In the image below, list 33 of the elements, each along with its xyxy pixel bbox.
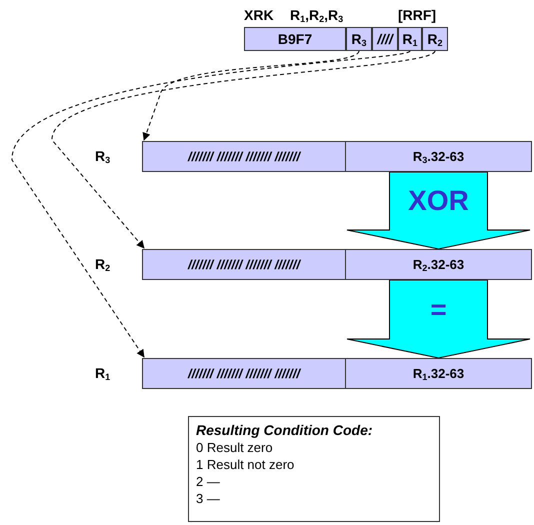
edge-label: XOR <box>408 187 469 215</box>
instruction-field: R$_{3}$ <box>346 27 372 51</box>
register-bits: R$_{2}$.32-63 <box>412 258 464 271</box>
block-arrow <box>346 280 530 359</box>
register-name: R$_{3}$ <box>95 149 110 163</box>
register-bar <box>142 249 532 280</box>
dashed-arrow <box>52 50 436 249</box>
condition-code-line: 2 — <box>196 473 221 490</box>
register-bar <box>142 141 532 172</box>
register-name: R$_{1}$ <box>95 366 110 380</box>
edge-label: = <box>430 296 447 324</box>
condition-code-line: 0 Result zero <box>196 439 274 456</box>
register-name: R$_{2}$ <box>95 257 110 271</box>
field-label: R$_{1}$,R$_{2}$,R$_{3}$ <box>290 8 344 22</box>
instruction-field: R$_{2}$ <box>422 27 448 51</box>
condition-code-line: 1 Result not zero <box>196 456 296 473</box>
unused-bits: /////// /////// /////// /////// <box>188 150 300 163</box>
dashed-arrow <box>12 50 410 358</box>
register-bits: R$_{3}$.32-63 <box>412 150 464 163</box>
instruction-field: //// <box>372 27 398 51</box>
dashed-arrow <box>142 50 360 141</box>
unused-bits: /////// /////// /////// /////// <box>188 367 300 380</box>
field-label: XRK <box>244 8 274 22</box>
field-label: [RRF] <box>398 8 436 22</box>
block-arrow <box>346 172 530 250</box>
register-bits: R$_{1}$.32-63 <box>412 367 464 380</box>
unused-bits: /////// /////// /////// /////// <box>188 258 300 271</box>
condition-code-line: 3 — <box>196 490 221 507</box>
instruction-field: R$_{1}$ <box>398 27 422 51</box>
instruction-field: B9F7 <box>244 27 346 51</box>
condition-code-box <box>188 416 440 522</box>
box-heading: Resulting Condition Code: <box>196 422 374 439</box>
register-bar <box>142 358 532 389</box>
